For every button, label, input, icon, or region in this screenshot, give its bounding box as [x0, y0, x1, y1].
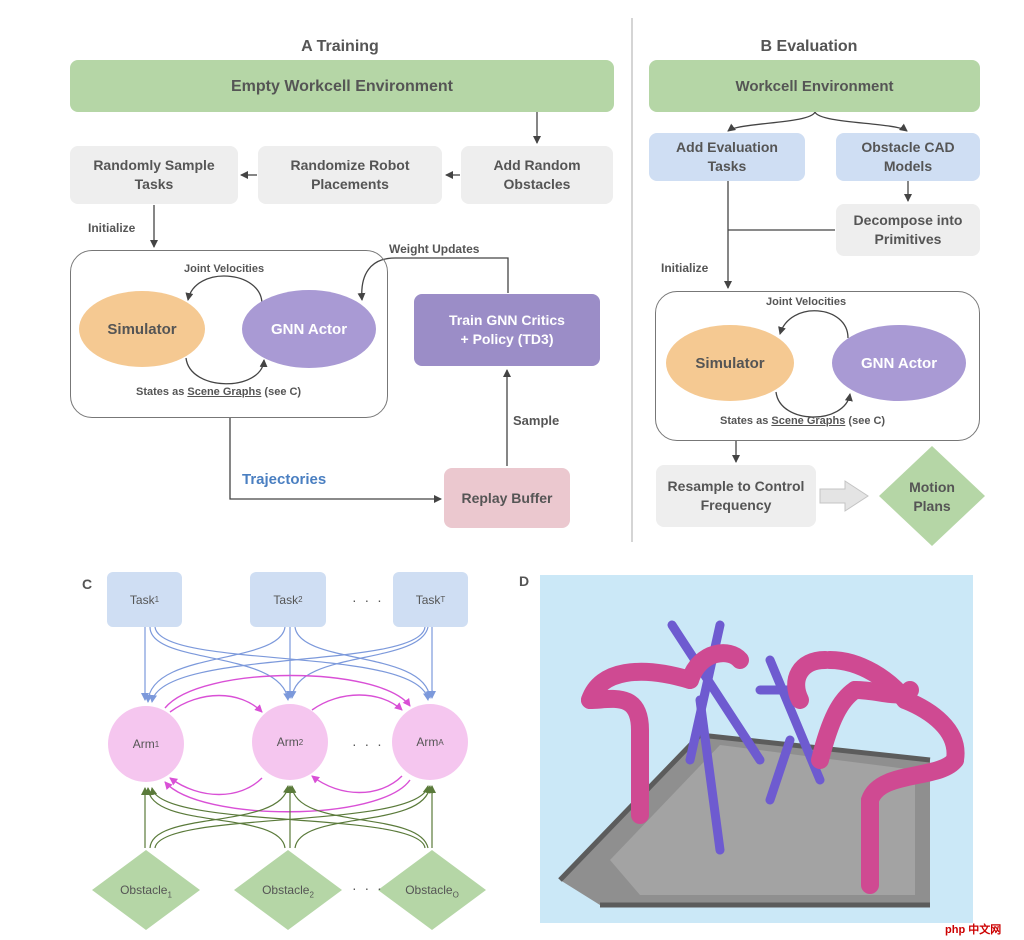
obstacle-ellipsis: · · · — [352, 880, 384, 896]
arm-2-sub: 2 — [298, 737, 304, 747]
simulation-loop-box-b — [655, 291, 980, 441]
obstacle-o-label: ObstacleO — [386, 883, 478, 899]
gnn-actor-node-b: GNN Actor — [832, 325, 966, 401]
panel-divider — [631, 18, 633, 542]
hollow-arrow — [819, 480, 869, 512]
arm-1-label: Arm — [132, 737, 155, 751]
task-t-sub: T — [440, 595, 446, 604]
obstacle-2-sub: 2 — [309, 890, 314, 900]
task-1-sub: 1 — [154, 595, 160, 604]
task-2-sub: 2 — [298, 595, 303, 604]
obstacle-cad-models-box: Obstacle CAD Models — [836, 133, 980, 181]
task-t-label: Task — [415, 592, 441, 607]
states-prefix-a: States as — [136, 386, 188, 398]
arm-2-label: Arm — [276, 735, 299, 749]
scene-graphs-link-a: Scene Graphs — [187, 386, 262, 398]
obstacle-1-label: Obstacle1 — [100, 883, 192, 899]
joint-velocities-label-b: Joint Velocities — [766, 296, 847, 308]
add-evaluation-tasks-box: Add Evaluation Tasks — [649, 133, 805, 181]
simulation-loop-box-a — [70, 250, 388, 418]
joint-velocities-label-a: Joint Velocities — [184, 263, 265, 275]
states-prefix-b: States as — [720, 415, 772, 427]
simulator-node-b: Simulator — [666, 325, 794, 401]
sample-label: Sample — [513, 413, 560, 428]
task-ellipsis: · · · — [352, 592, 384, 608]
train-gnn-critics-box: Train GNN Critics + Policy (TD3) — [414, 294, 600, 366]
workcell-render — [540, 575, 973, 923]
panel-c-letter: C — [82, 576, 93, 592]
trajectories-label: Trajectories — [242, 471, 327, 488]
randomly-sample-tasks-box: Randomly Sample Tasks — [70, 146, 238, 204]
initialize-label-a: Initialize — [88, 221, 136, 235]
empty-workcell-box: Empty Workcell Environment — [70, 60, 614, 112]
motion-plans-label: Motion Plans — [909, 479, 955, 514]
states-suffix-b: (see C) — [845, 415, 886, 427]
obstacle-o-sub: O — [452, 890, 459, 900]
states-suffix-a: (see C) — [261, 386, 302, 398]
replay-buffer-box: Replay Buffer — [444, 468, 570, 528]
obstacle-2-label: Obstacle2 — [242, 883, 334, 899]
training-title: A Training — [301, 38, 379, 55]
obstacle-1-sub: 1 — [167, 890, 172, 900]
arm-a-sub: A — [438, 737, 444, 747]
obstacle-arm-edges — [141, 785, 436, 849]
randomize-robot-placements-box: Randomize Robot Placements — [258, 146, 442, 204]
arm-1-sub: 1 — [154, 739, 160, 749]
panel-d-letter: D — [519, 573, 530, 589]
states-label-b: States as Scene Graphs (see C) — [720, 415, 885, 427]
task-1-label: Task — [129, 592, 155, 607]
gnn-actor-node-a: GNN Actor — [242, 290, 376, 368]
watermark: php 中文网 — [945, 924, 1002, 936]
weight-updates-label: Weight Updates — [389, 242, 480, 256]
states-label-a: States as Scene Graphs (see C) — [136, 386, 301, 398]
scene-graphs-link-b: Scene Graphs — [771, 415, 846, 427]
decompose-primitives-box: Decompose into Primitives — [836, 204, 980, 256]
obstacle-2-base: Obstacle — [262, 883, 310, 897]
workcell-environment-box: Workcell Environment — [649, 60, 980, 112]
arm-a-label: Arm — [416, 735, 439, 749]
initialize-label-b: Initialize — [661, 261, 709, 275]
task-arm-edges — [141, 626, 436, 703]
add-random-obstacles-box: Add Random Obstacles — [461, 146, 613, 204]
obstacle-o-base: Obstacle — [405, 883, 453, 897]
resample-control-frequency-box: Resample to Control Frequency — [656, 465, 816, 527]
arm-ellipsis: · · · — [352, 736, 384, 752]
simulator-node-a: Simulator — [79, 291, 205, 367]
evaluation-title: B Evaluation — [760, 38, 858, 55]
task-2-label: Task — [273, 592, 299, 607]
obstacle-1-base: Obstacle — [120, 883, 168, 897]
